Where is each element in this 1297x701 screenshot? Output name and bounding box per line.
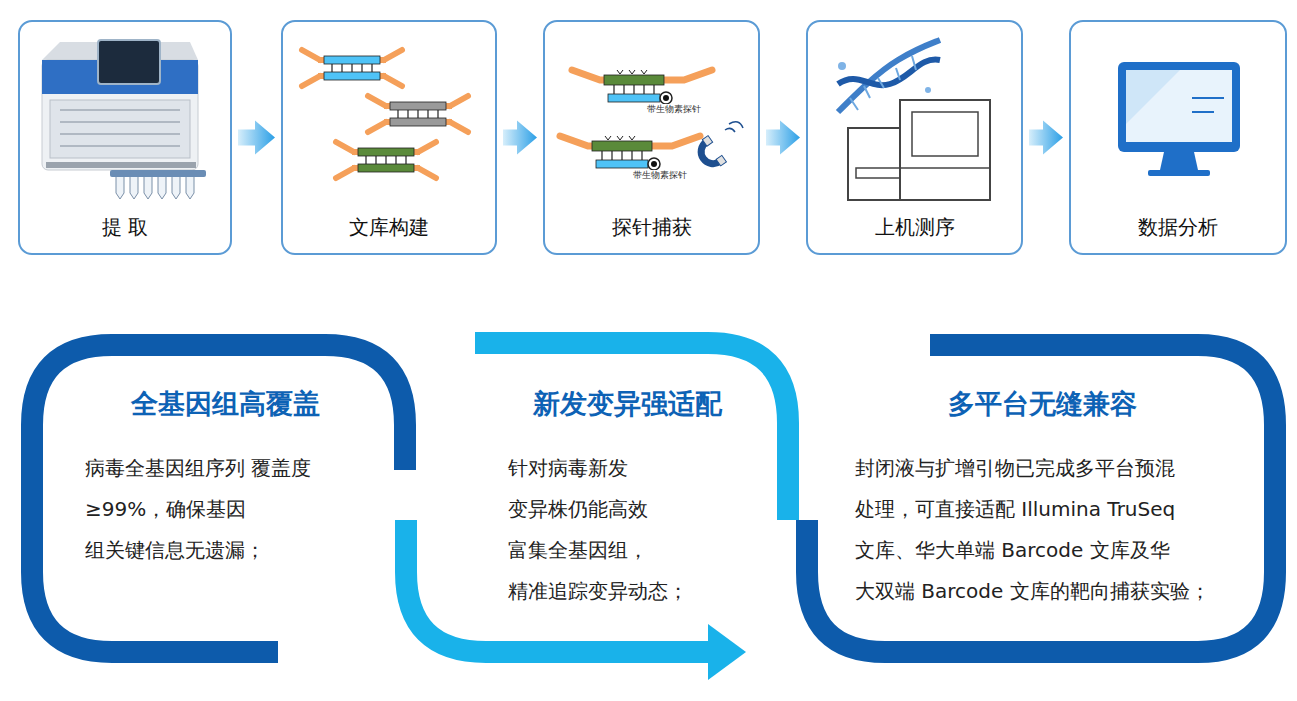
library-fragments bbox=[302, 50, 468, 178]
feature-panel: 多平台无缝兼容封闭液与扩增引物已完成多平台预混 处理，可直接适配 Illumin… bbox=[830, 386, 1254, 616]
step-label: 探针捕获 bbox=[545, 214, 758, 241]
panel-body-text: 封闭液与扩增引物已完成多平台预混 处理，可直接适配 Illumina TruSe… bbox=[855, 448, 1227, 612]
panel-body-text: 病毒全基因组序列 覆盖度≥99%，确保基因 组关键信息无遗漏； bbox=[85, 448, 325, 571]
probe-label: 带生物素探针 bbox=[632, 170, 688, 181]
panel-heading: 全基因组高覆盖 bbox=[58, 386, 392, 422]
step-label: 提 取 bbox=[20, 214, 230, 241]
step-label: 文库构建 bbox=[283, 214, 495, 241]
feature-panel: 新发变异强适配针对病毒新发 变异株仍能高效 富集全基因组， 精准追踪变异动态； bbox=[480, 386, 774, 616]
sequencer bbox=[838, 40, 990, 200]
process-step-box: 提 取 bbox=[18, 20, 232, 255]
step-label: 数据分析 bbox=[1071, 214, 1285, 241]
feature-bands bbox=[32, 343, 1275, 652]
probe-capture bbox=[560, 70, 743, 172]
process-step-box: 数据分析 bbox=[1069, 20, 1287, 255]
panel-heading: 新发变异强适配 bbox=[480, 386, 774, 422]
panel-body-text: 针对病毒新发 变异株仍能高效 富集全基因组， 精准追踪变异动态； bbox=[508, 448, 698, 612]
flow-arrow bbox=[766, 121, 800, 155]
magnet-icon bbox=[694, 136, 726, 172]
flow-arrow bbox=[1029, 121, 1063, 155]
extraction-instrument bbox=[42, 40, 206, 199]
panel-heading: 多平台无缝兼容 bbox=[830, 386, 1254, 422]
band-arrowhead bbox=[708, 624, 746, 680]
feature-panel: 全基因组高覆盖病毒全基因组序列 覆盖度≥99%，确保基因 组关键信息无遗漏； bbox=[58, 386, 392, 616]
flow-arrow bbox=[238, 121, 275, 155]
process-step-box: 探针捕获 bbox=[543, 20, 760, 255]
process-step-box: 文库构建 bbox=[281, 20, 497, 255]
monitor-icon bbox=[1118, 62, 1240, 176]
probe-label: 带生物素探针 bbox=[646, 104, 702, 115]
flow-arrow bbox=[503, 121, 537, 155]
step-label: 上机测序 bbox=[808, 214, 1021, 241]
process-step-box: 上机测序 bbox=[806, 20, 1023, 255]
